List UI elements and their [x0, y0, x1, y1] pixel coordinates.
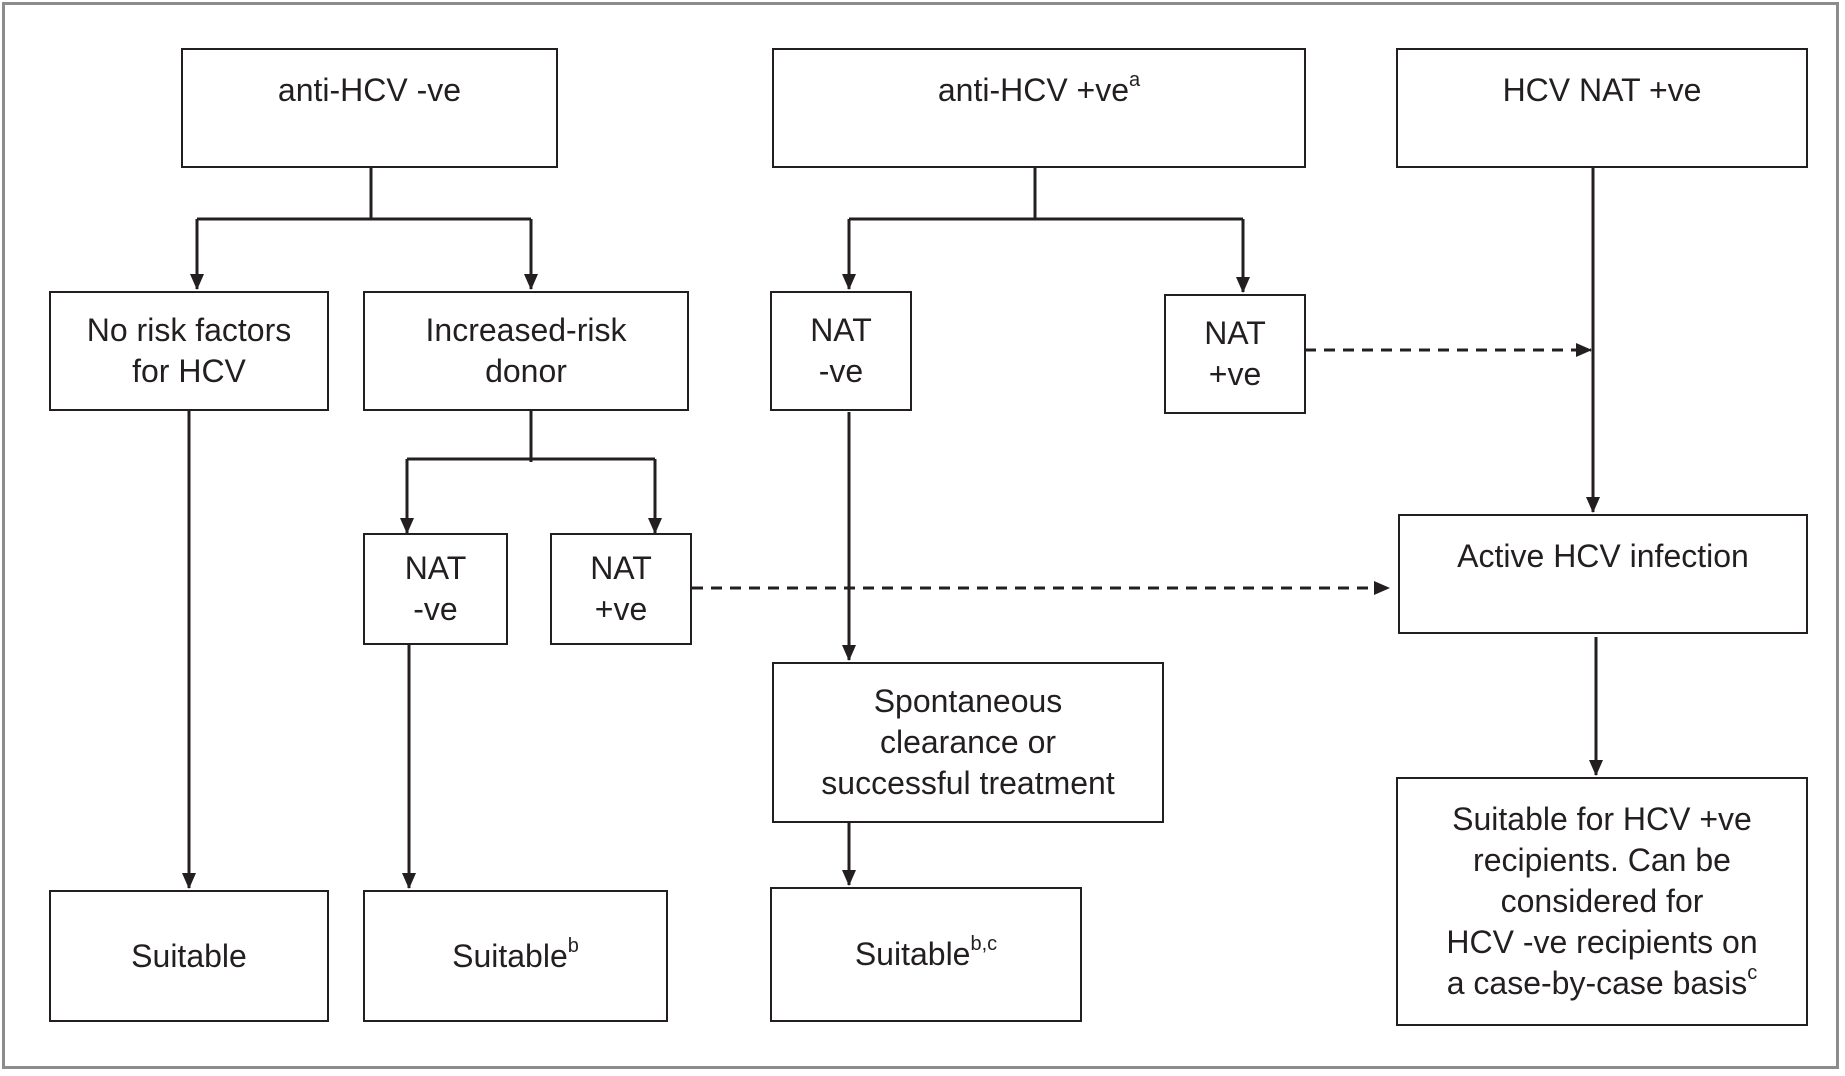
- node-spontaneous-clearance: Spontaneous clearance or successful trea…: [772, 662, 1164, 823]
- footnote-marker: c: [1747, 962, 1758, 985]
- node-label-line-3: successful treatment: [821, 765, 1115, 801]
- node-increased-risk-donor: Increased-risk donor: [363, 291, 689, 411]
- node-suitable-bc: Suitableb,c: [770, 887, 1082, 1022]
- node-label: Suitable: [854, 936, 971, 972]
- node-label-line-1: NAT: [1204, 315, 1266, 351]
- node-no-risk-factors: No risk factors for HCV: [49, 291, 329, 411]
- footnote-marker: a: [1129, 69, 1141, 92]
- node-label-line-1: No risk factors: [86, 312, 292, 348]
- node-nat-negative-left: NAT -ve: [363, 533, 508, 645]
- node-suitable-for-hcv-positive-recipients: Suitable for HCV +ve recipients. Can be …: [1396, 777, 1808, 1026]
- node-label-line-3: considered for: [1500, 883, 1704, 919]
- node-label-wrap: anti-HCV +vea: [938, 70, 1140, 111]
- node-label: anti-HCV -ve: [277, 72, 462, 108]
- node-label-line-2: +ve: [594, 591, 648, 627]
- node-label-line-1: NAT: [590, 550, 652, 586]
- node-label-line-5: a case-by-case basisc: [1447, 963, 1758, 1004]
- node-anti-hcv-positive: anti-HCV +vea: [772, 48, 1306, 168]
- node-active-hcv-infection: Active HCV infection: [1398, 514, 1808, 634]
- node-nat-positive-left: NAT +ve: [550, 533, 692, 645]
- node-label-line-1: Increased-risk: [425, 312, 627, 348]
- node-label-line-1: Suitable for HCV +ve: [1452, 801, 1752, 837]
- node-anti-hcv-negative: anti-HCV -ve: [181, 48, 558, 168]
- node-suitable: Suitable: [49, 890, 329, 1022]
- footnote-marker: b,c: [970, 933, 998, 956]
- node-label: Suitable: [131, 937, 247, 974]
- node-label-line-5-text: a case-by-case basis: [1446, 965, 1748, 1001]
- node-label-wrap: Suitableb,c: [855, 934, 997, 975]
- node-nat-negative-mid: NAT -ve: [770, 291, 912, 411]
- node-label-line-2: +ve: [1208, 356, 1262, 392]
- node-label-line-2: donor: [485, 353, 567, 389]
- node-label-line-1: Spontaneous: [873, 683, 1063, 719]
- node-label: anti-HCV +ve: [937, 72, 1130, 108]
- node-label-line-2: for HCV: [132, 353, 246, 389]
- node-label-line-1: NAT: [404, 550, 467, 586]
- node-label-line-2: clearance or: [879, 724, 1057, 760]
- node-nat-positive-mid: NAT +ve: [1164, 294, 1306, 414]
- node-label: HCV NAT +ve: [1502, 72, 1702, 108]
- node-label: Suitable: [452, 937, 568, 974]
- node-label: Active HCV infection: [1457, 538, 1749, 574]
- node-label-line-2: -ve: [818, 353, 864, 389]
- node-label-wrap: Suitableb: [452, 936, 579, 977]
- node-label-line-4: HCV -ve recipients on: [1446, 924, 1758, 960]
- node-label-line-2: recipients. Can be: [1473, 842, 1731, 878]
- node-suitable-b: Suitableb: [363, 890, 668, 1022]
- node-label-line-1: NAT: [810, 312, 872, 348]
- footnote-marker: b: [567, 934, 579, 957]
- node-label-line-2: -ve: [413, 591, 458, 627]
- node-hcv-nat-positive: HCV NAT +ve: [1396, 48, 1808, 168]
